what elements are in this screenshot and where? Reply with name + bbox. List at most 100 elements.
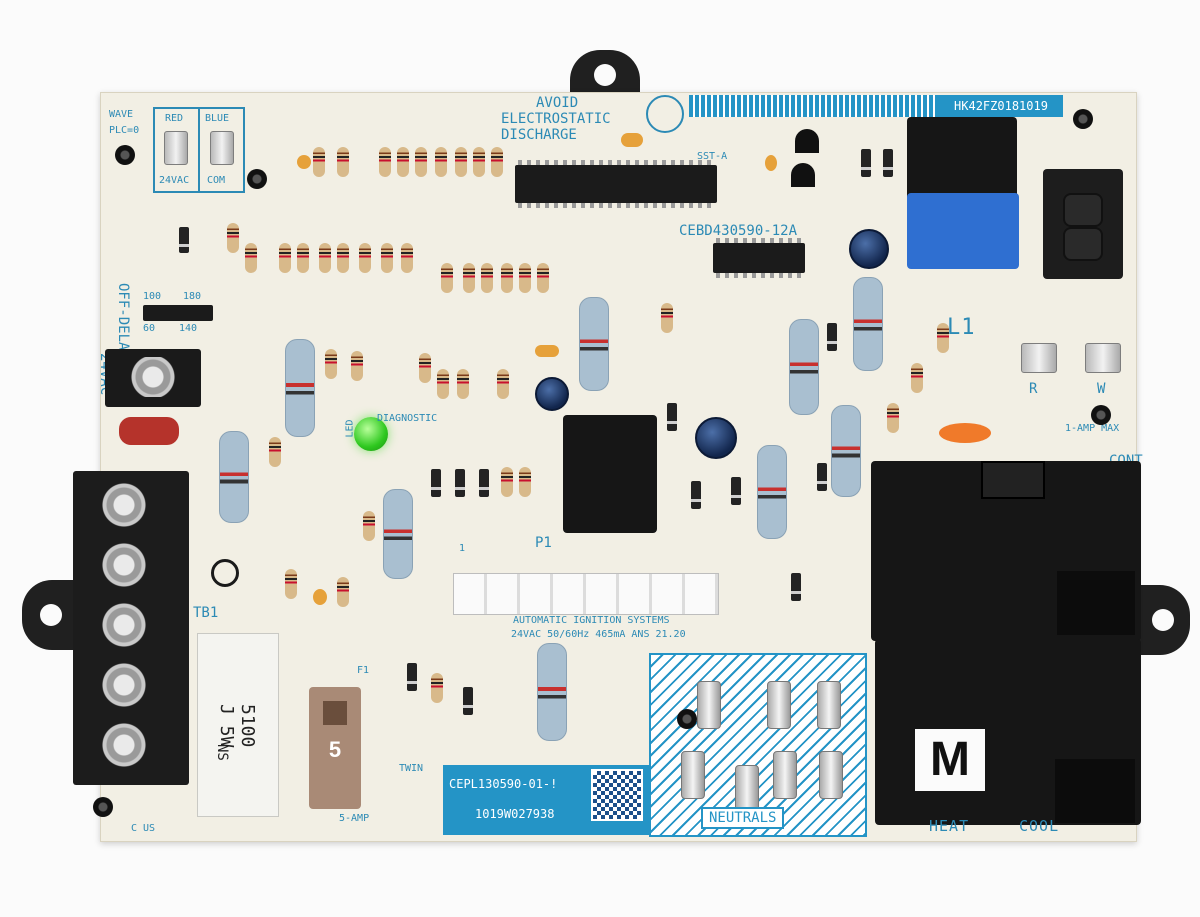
terminal-screw[interactable]	[95, 663, 153, 707]
delay-60: 60	[143, 323, 156, 334]
cool-label: COOL	[1019, 817, 1060, 835]
power-resistor	[537, 643, 567, 741]
resistor-value-label: 5100 J 5W	[216, 704, 258, 748]
fuse-holder-red	[119, 417, 179, 445]
resistor	[297, 243, 309, 273]
neutral-terminal[interactable]	[817, 681, 841, 729]
ceramic-capacitor	[297, 155, 311, 169]
warning-line3: DISCHARGE	[501, 127, 577, 143]
resistor	[455, 147, 467, 177]
resistor	[435, 147, 447, 177]
resistor	[363, 511, 375, 541]
blade-fuse[interactable]: 5	[309, 687, 361, 809]
resistor	[441, 263, 453, 293]
electrolytic-capacitor	[695, 417, 737, 459]
transistor-q2	[791, 163, 815, 187]
p1-label: P1	[535, 535, 552, 551]
neutral-terminal[interactable]	[681, 751, 705, 799]
resistor	[279, 243, 291, 273]
f1-label: F1	[357, 665, 370, 676]
neutral-terminal[interactable]	[767, 681, 791, 729]
r-spade-terminal[interactable]	[1021, 343, 1057, 373]
resistor	[911, 363, 923, 393]
diode	[883, 149, 893, 177]
r-label: R	[1029, 381, 1038, 397]
diode	[479, 469, 489, 497]
warning-line2: ELECTROSTATIC	[501, 111, 611, 127]
relay-letter: M	[915, 729, 985, 791]
resistor	[481, 263, 493, 293]
neutral-terminal[interactable]	[819, 751, 843, 799]
flame-sense-terminal[interactable]	[105, 349, 201, 407]
neutral-terminal[interactable]	[735, 765, 759, 813]
mount-hole	[1091, 405, 1111, 425]
power-resistor	[853, 277, 883, 371]
lot-number: 1019W027938	[475, 807, 555, 821]
pin1-label: 1	[459, 543, 466, 554]
diode	[407, 663, 417, 691]
resistor	[381, 243, 393, 273]
diode	[455, 469, 465, 497]
led-label: LED	[344, 419, 356, 438]
power-resistor	[831, 405, 861, 497]
small-relay-blue	[907, 193, 1019, 269]
power-resistor	[285, 339, 315, 437]
com-label: COM	[207, 175, 226, 186]
terminal-screw[interactable]	[95, 723, 153, 767]
small-relay-black	[907, 117, 1017, 203]
power-resistor	[579, 297, 609, 391]
terminal-screw[interactable]	[95, 603, 153, 647]
resistor	[887, 403, 899, 433]
fan-connector[interactable]	[1043, 169, 1123, 279]
neutrals-area: NEUTRALS	[649, 653, 867, 837]
power-resistor	[383, 489, 413, 579]
resistor	[497, 369, 509, 399]
fuse-amp-label: 5-AMP	[339, 813, 370, 824]
diode	[463, 687, 473, 715]
power-resistor	[789, 319, 819, 415]
mount-hole	[93, 797, 113, 817]
esd-symbol	[646, 95, 684, 133]
electrolytic-capacitor	[849, 229, 889, 269]
part-number: CEPL130590-01-!	[449, 777, 558, 791]
blue-spade-terminal[interactable]	[210, 131, 234, 165]
diagnostic-label: DIAGNOSTIC	[377, 413, 438, 424]
p1-connector[interactable]	[453, 573, 719, 615]
circuit-board: WAVE PLC=0 RED BLUE 24VAC COM OFF-DELAY …	[73, 92, 1143, 842]
diode	[817, 463, 827, 491]
resistor	[415, 147, 427, 177]
neutral-terminal[interactable]	[697, 681, 721, 729]
chip-code-label: CEBD430590-12A	[679, 223, 798, 239]
w-spade-terminal[interactable]	[1085, 343, 1121, 373]
resistor	[419, 353, 431, 383]
diode	[431, 469, 441, 497]
ignition-label: AUTOMATIC IGNITION SYSTEMS	[513, 615, 670, 626]
terminal-screw[interactable]	[95, 543, 153, 587]
warning-line1: AVOID	[536, 95, 579, 111]
red-spade-terminal[interactable]	[164, 131, 188, 165]
amp-max-label: 1-AMP MAX	[1065, 423, 1120, 434]
mount-hole	[115, 145, 135, 165]
tb1-terminal-block[interactable]	[73, 471, 189, 785]
delay-180: 180	[183, 291, 202, 302]
resistor	[437, 369, 449, 399]
coil-spring	[211, 559, 239, 587]
heat-label: HEAT	[929, 817, 970, 835]
driver-chip	[713, 238, 805, 278]
resistor	[463, 263, 475, 293]
cool-relay: M	[875, 639, 1141, 825]
resistor	[337, 577, 349, 607]
resistor	[491, 147, 503, 177]
resistor	[245, 243, 257, 273]
twin-label: TWIN	[399, 763, 424, 774]
neutral-terminal[interactable]	[773, 751, 797, 799]
resistor	[473, 147, 485, 177]
terminal-screw[interactable]	[95, 483, 153, 527]
wave-label: WAVE	[109, 109, 134, 120]
diode	[667, 403, 677, 431]
inducer-relay	[563, 415, 657, 533]
diode	[731, 477, 741, 505]
delay-jumper[interactable]	[143, 305, 213, 321]
diode	[827, 323, 837, 351]
vac-label: 24VAC	[159, 175, 190, 186]
